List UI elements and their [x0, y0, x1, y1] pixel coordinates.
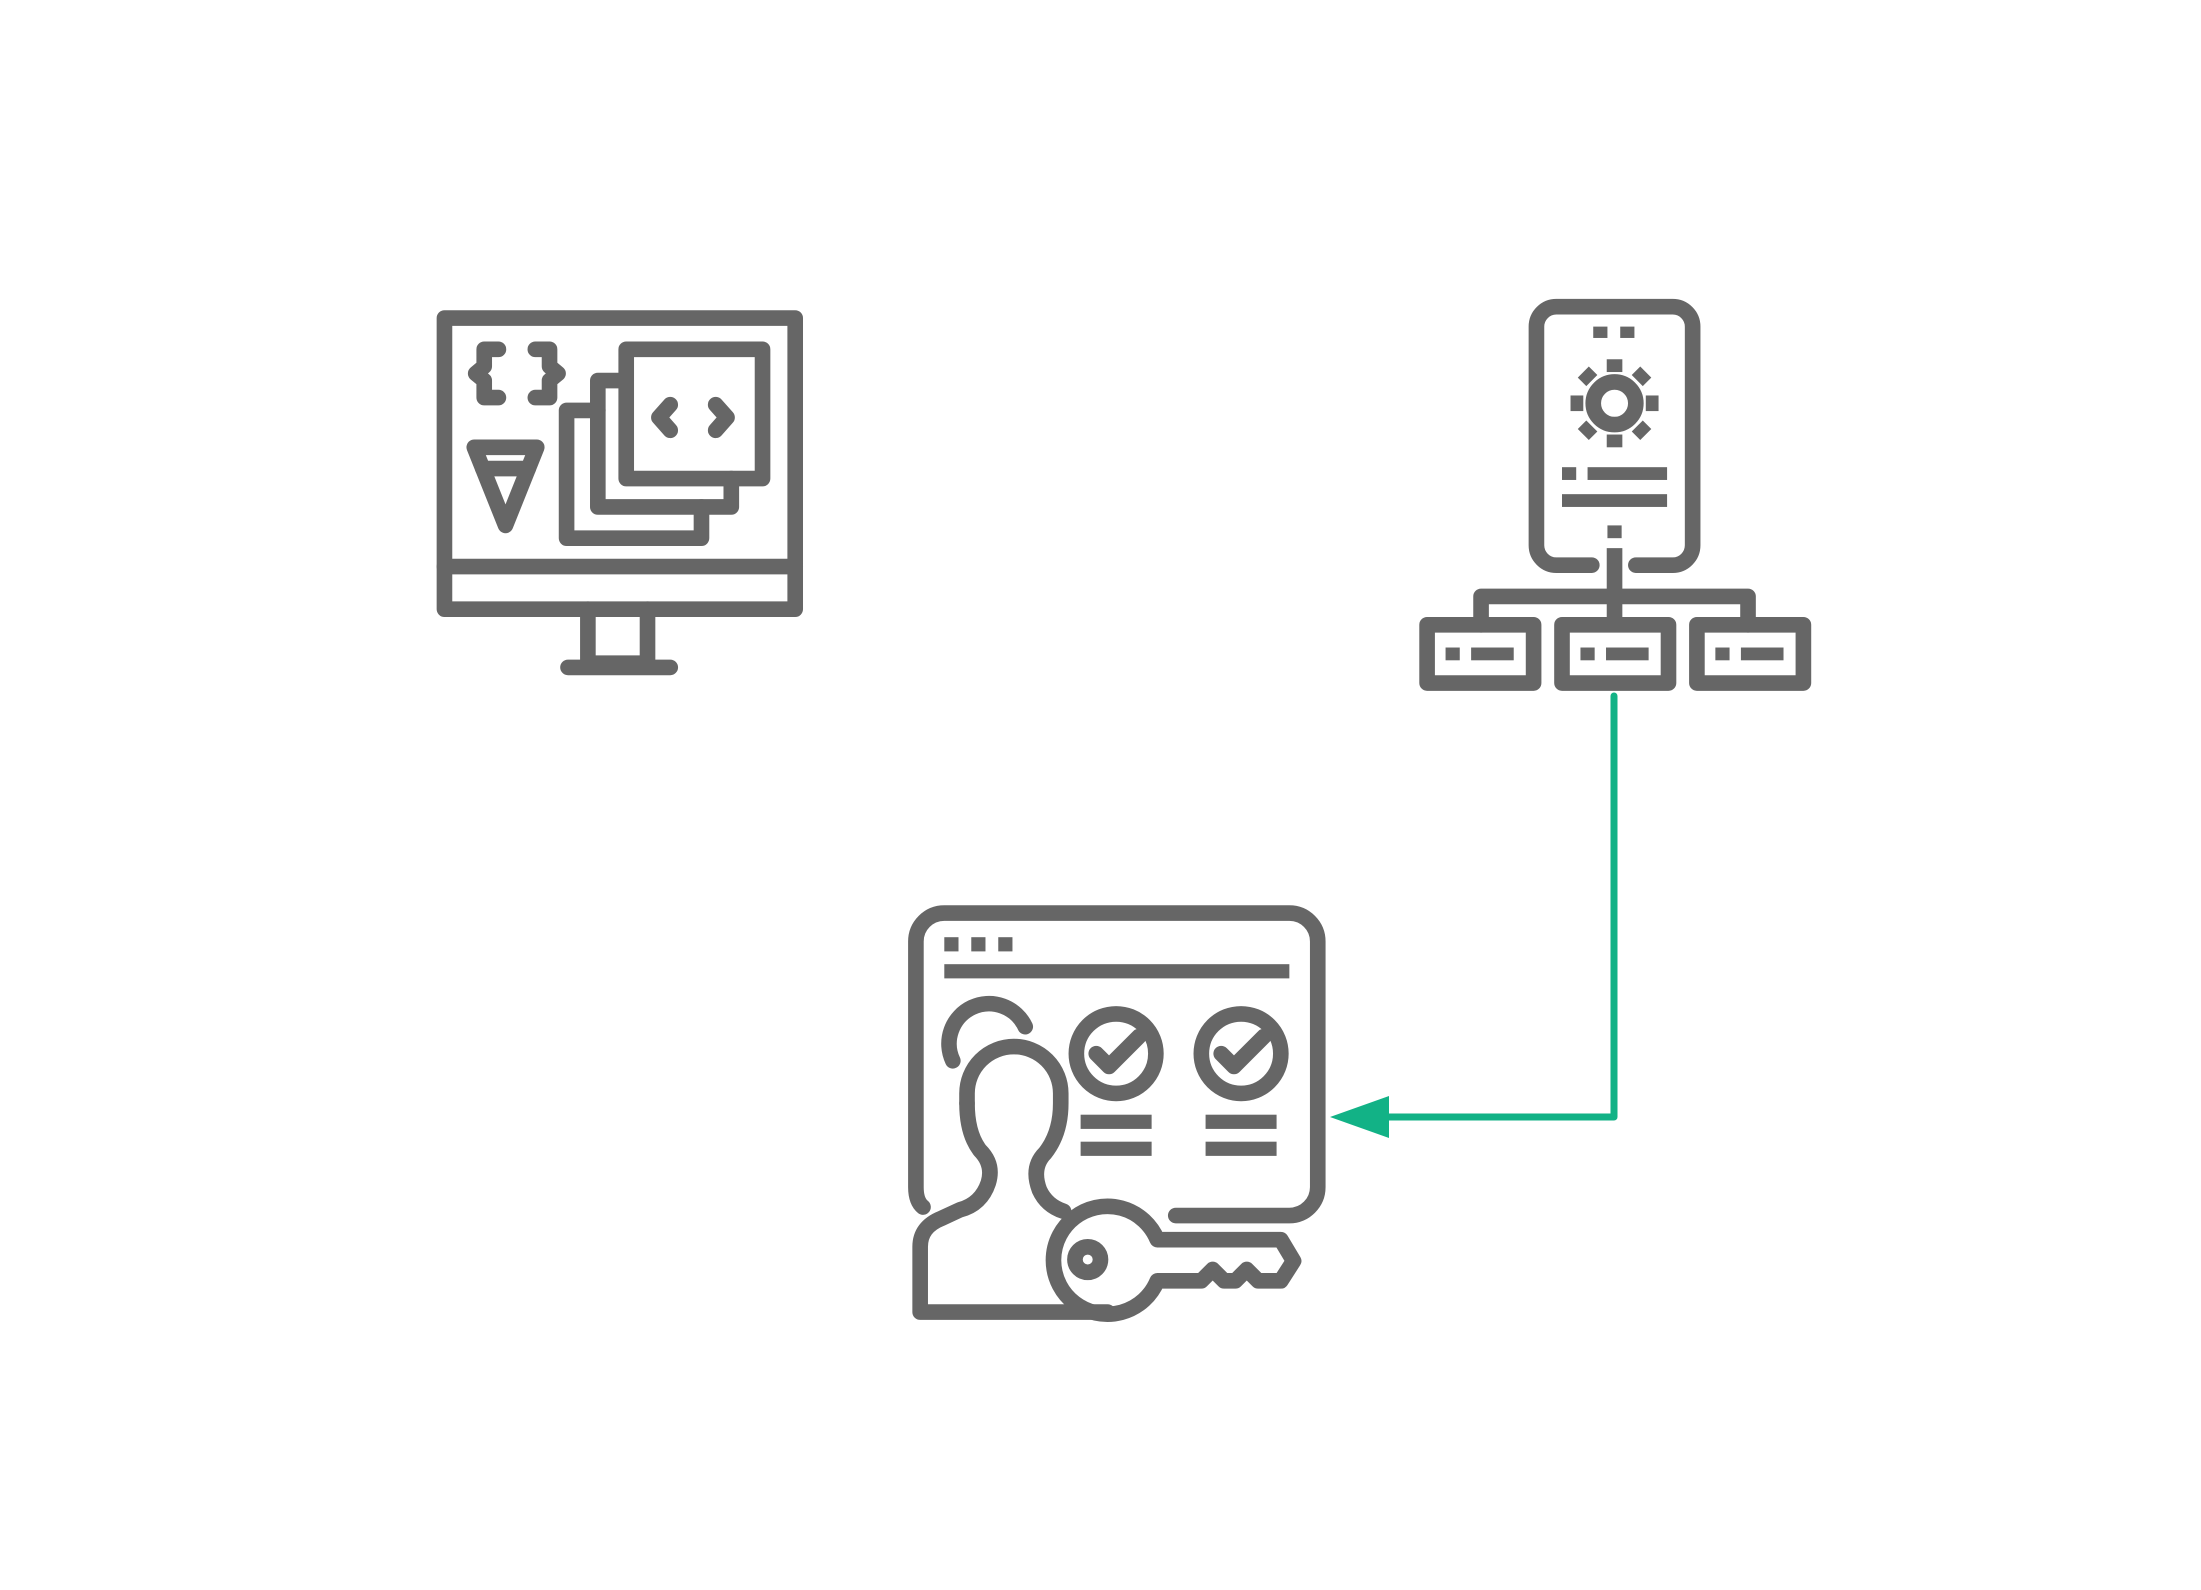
key-icon [1045, 1198, 1302, 1322]
code-editor-monitor-icon [436, 310, 804, 676]
server-network-icon [1419, 298, 1812, 691]
identity-key-access-icon [908, 905, 1326, 1322]
gear-icon [1570, 359, 1659, 448]
connector-arrow [1330, 692, 1618, 1138]
arrowhead [1330, 1096, 1389, 1138]
